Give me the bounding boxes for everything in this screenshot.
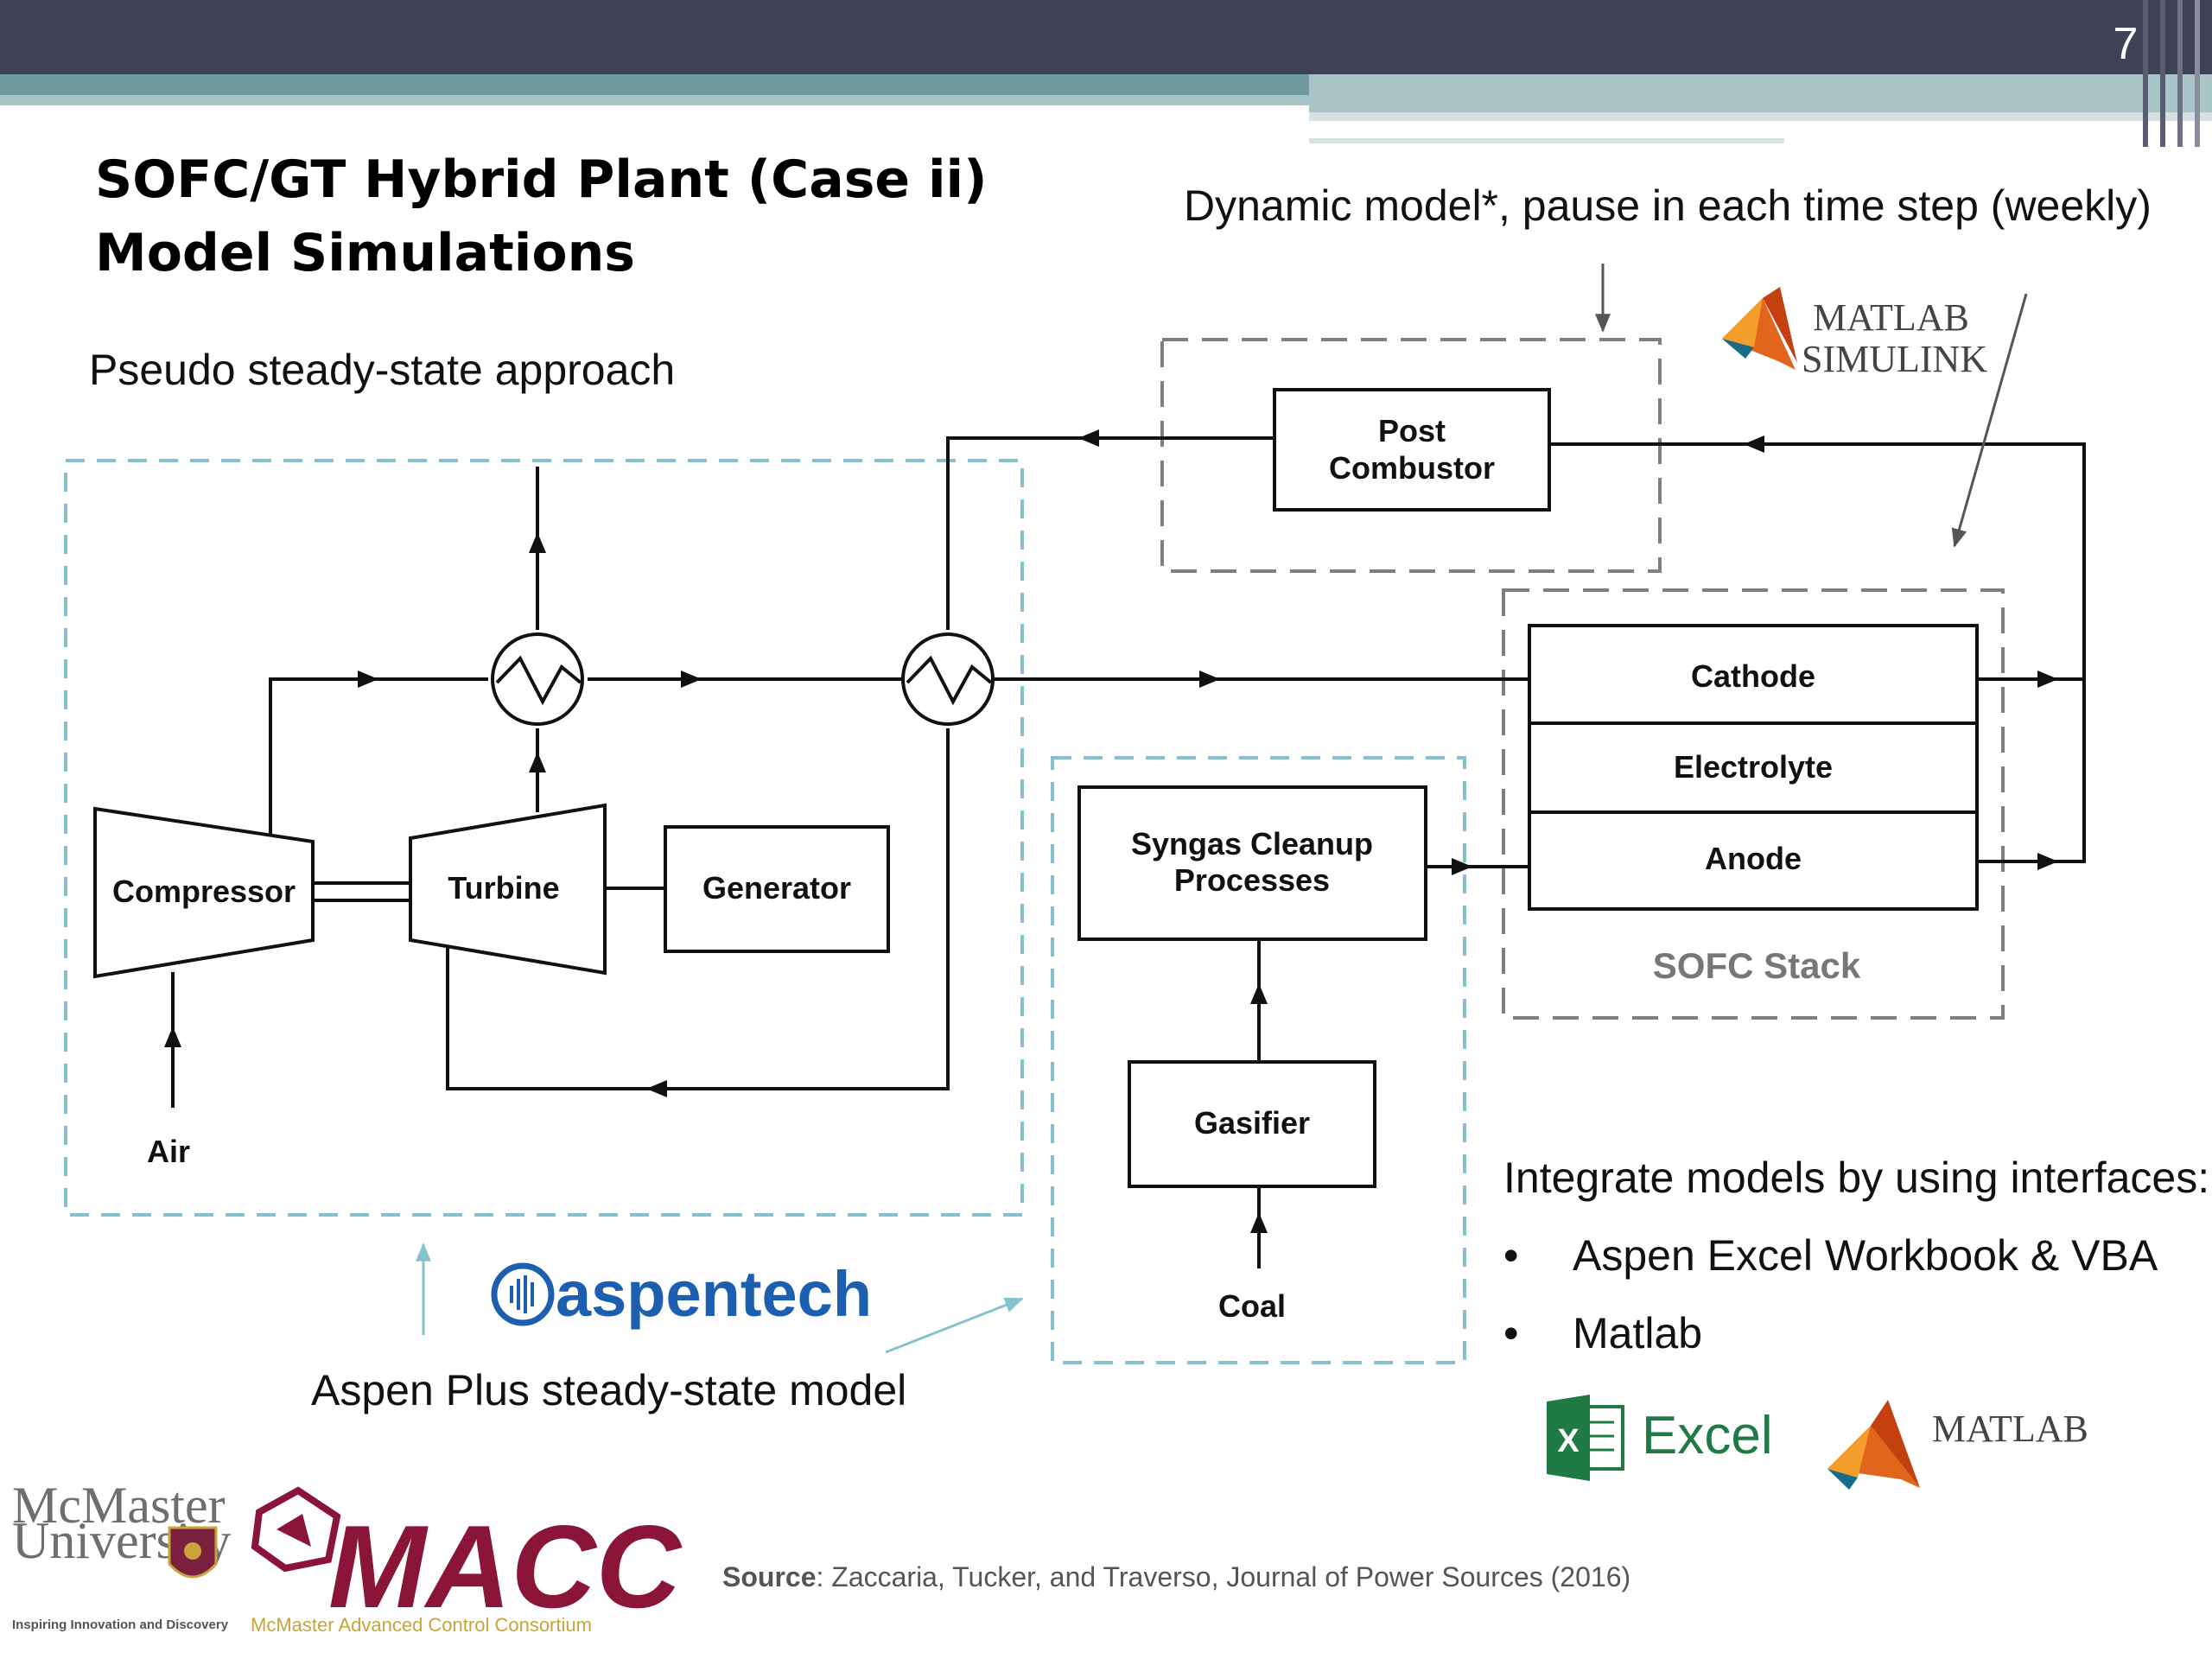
anode-label: Anode	[1705, 841, 1802, 876]
integrate-title: Integrate models by using interfaces:	[1503, 1154, 2209, 1202]
syngas-label-line1: Syngas Cleanup	[1131, 826, 1373, 861]
sofc-stack-label: SOFC Stack	[1653, 945, 1861, 986]
integrate-item-1: Aspen Excel Workbook & VBA	[1573, 1231, 2158, 1280]
heat-exchanger-2	[901, 632, 995, 726]
source-label: Source	[722, 1561, 816, 1592]
macc-logo-subtitle: McMaster Advanced Control Consortium	[251, 1614, 592, 1636]
matlab-bottom-text: MATLAB	[1932, 1408, 2088, 1450]
excel-logo-text: Excel	[1642, 1406, 1773, 1465]
slide-title-line1: SOFC/GT Hybrid Plant (Case ii)	[95, 149, 988, 210]
header-bar	[0, 0, 2212, 147]
matlab-top-text-line1: MATLAB	[1813, 296, 1969, 339]
svg-text:X: X	[1557, 1423, 1580, 1459]
source-citation: Source: Zaccaria, Tucker, and Traverso, …	[722, 1561, 1630, 1592]
aspen-model-label: Aspen Plus steady-state model	[311, 1366, 906, 1414]
cathode-label: Cathode	[1691, 658, 1815, 694]
matlab-simulink-logo	[1722, 287, 1797, 370]
sofc-stack	[1528, 624, 1979, 911]
slide-number: 7	[2113, 19, 2139, 69]
generator-block	[664, 825, 890, 953]
matlab-logo-icon	[1827, 1400, 1920, 1490]
excel-logo-icon: X	[1547, 1395, 1624, 1481]
compressor-block	[93, 806, 315, 979]
turbine-block	[409, 803, 607, 976]
syngas-cleanup-block	[1077, 785, 1427, 941]
turbine-label: Turbine	[448, 870, 559, 906]
mcmaster-crest-icon	[168, 1526, 218, 1579]
aspen-region-gasifier	[1051, 756, 1466, 1364]
post-combustor-block	[1273, 388, 1551, 512]
macc-logo-icon	[251, 1486, 341, 1573]
pseudo-steady-state-label: Pseudo steady-state approach	[89, 346, 675, 394]
dynamic-model-label: Dynamic model*, pause in each time step …	[1184, 181, 2152, 230]
aspen-pointer-gasifier	[885, 1297, 1024, 1354]
slide-title-line2: Model Simulations	[95, 223, 635, 283]
compressor-label: Compressor	[112, 874, 296, 909]
matlab-top-text-line2: SIMULINK	[1802, 338, 1987, 380]
mcmaster-logo-line1: McMaster	[12, 1477, 226, 1534]
coal-label: Coal	[1218, 1288, 1286, 1324]
aspen-region-main	[64, 459, 1024, 1217]
simulink-pointer	[1951, 293, 2028, 548]
heat-exchanger-1	[491, 632, 584, 726]
gasifier-block	[1128, 1060, 1376, 1188]
electrolyte-label: Electrolyte	[1674, 749, 1833, 785]
source-text: : Zaccaria, Tucker, and Traverso, Journa…	[816, 1561, 1630, 1592]
flow-lines	[164, 429, 2086, 1268]
gasifier-label: Gasifier	[1194, 1105, 1310, 1141]
macc-logo-text: MACC	[328, 1501, 683, 1632]
aspentech-logo-text: aspentech	[556, 1258, 872, 1330]
matlab-region-post-combustor	[1160, 338, 1662, 573]
generator-label: Generator	[702, 870, 851, 906]
integrate-bullet-1: •	[1503, 1231, 1519, 1280]
integrate-bullet-2: •	[1503, 1309, 1519, 1357]
syngas-label-line2: Processes	[1174, 862, 1330, 898]
aspentech-logo-icon	[491, 1262, 555, 1326]
mcmaster-tagline: Inspiring Innovation and Discovery	[12, 1618, 229, 1632]
air-label: Air	[147, 1134, 190, 1169]
post-combustor-label-line1: Post	[1378, 413, 1446, 448]
matlab-region-sofc	[1502, 588, 2005, 1020]
post-combustor-label-line2: Combustor	[1329, 450, 1495, 486]
integrate-item-2: Matlab	[1573, 1309, 1702, 1357]
